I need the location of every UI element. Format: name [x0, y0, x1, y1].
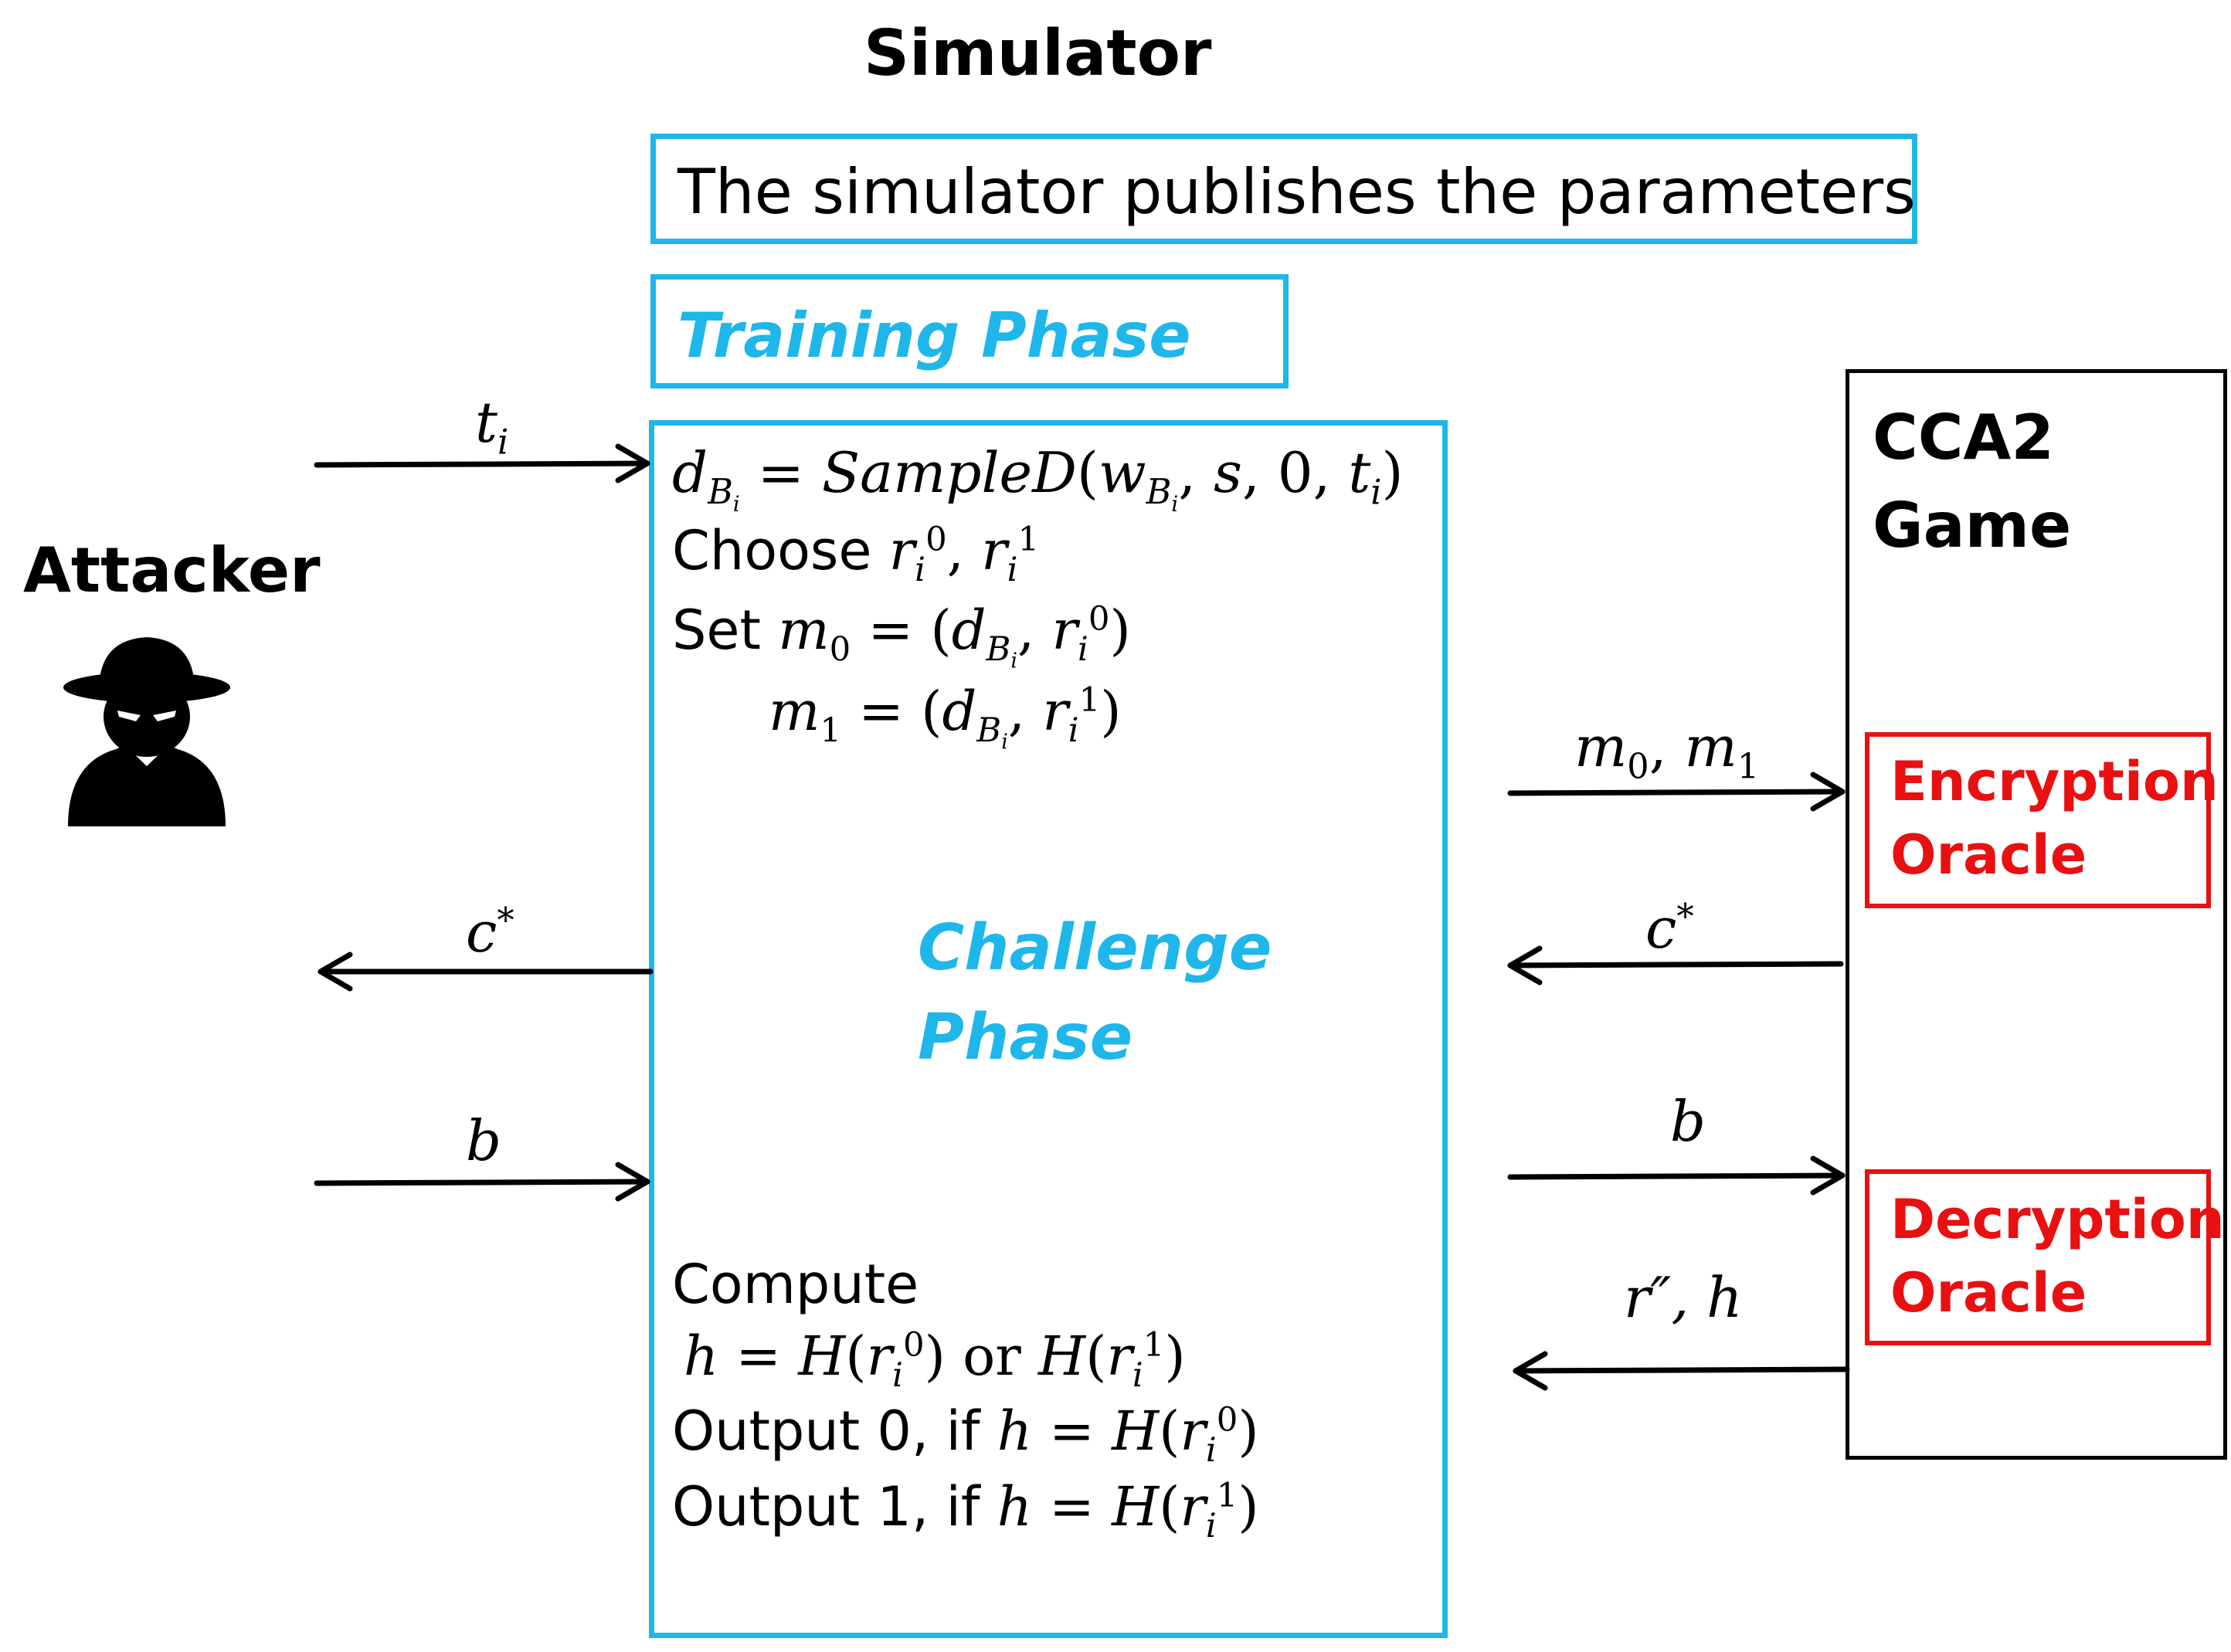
arrow-label-c-star-left: c*	[466, 900, 514, 965]
arrow-c-star-game	[1507, 961, 1844, 968]
training-phase-label: Training Phase	[677, 300, 1191, 371]
decryption-line2: Oracle	[1890, 1261, 2087, 1325]
arrow-m0-m1	[1507, 789, 1846, 796]
decryption-oracle-label: Decryption Oracle	[1890, 1183, 2225, 1330]
arrow-b-attacker	[314, 1179, 650, 1186]
set-label: Set	[672, 599, 761, 662]
attacker-label: Attacker	[23, 534, 321, 606]
or-word: or	[963, 1325, 1021, 1388]
compute-label: Compute	[672, 1253, 919, 1316]
encryption-line2: Oracle	[1890, 823, 2087, 887]
encryption-oracle-label: Encryption Oracle	[1890, 745, 2219, 892]
output1-label: Output 1, if	[672, 1475, 980, 1538]
cca2-line1: CCA2	[1873, 402, 2054, 473]
challenge-line2: Phase	[918, 1001, 1133, 1074]
challenge-line1: Challenge	[918, 911, 1272, 985]
decryption-line1: Decryption	[1890, 1188, 2225, 1251]
arrow-r-h	[1513, 1366, 1850, 1374]
challenge-phase-label: Challenge Phase	[918, 904, 1272, 1083]
parameters-box: The simulator publishes the parameters	[650, 134, 1917, 244]
set-m1-step: m1 = (dBi, ri1)	[769, 680, 1122, 755]
choose-label: Choose	[672, 519, 872, 582]
cca2-game-label: CCA2 Game	[1873, 394, 2071, 570]
decryption-oracle-box	[1865, 1169, 2211, 1345]
compute-h-step: h = H(ri0) or H(ri1)	[684, 1325, 1186, 1395]
encryption-line1: Encryption	[1890, 750, 2219, 813]
simulator-box	[649, 420, 1448, 1638]
arrow-t-i	[314, 460, 650, 468]
choose-step: Choose ri0, ri1	[672, 519, 1040, 589]
parameters-text: The simulator publishes the parameters	[677, 156, 1916, 228]
arrow-label-t-i: ti	[475, 390, 509, 463]
encryption-oracle-box	[1865, 732, 2211, 908]
output0-step: Output 0, if h = H(ri0)	[672, 1399, 1259, 1470]
arrow-label-r-h: r″, h	[1624, 1265, 1743, 1330]
diagram-title: Simulator	[864, 17, 1212, 90]
arrow-label-b-left: b	[466, 1108, 502, 1173]
output0-label: Output 0, if	[672, 1399, 980, 1463]
arrow-label-c-star-right: c*	[1645, 896, 1694, 961]
sampled-equation: dBi = SampleD(wBi, s, 0, ti)	[672, 440, 1404, 517]
cca2-line2: Game	[1873, 490, 2072, 561]
arrow-b-game	[1507, 1172, 1846, 1180]
training-phase-box: Training Phase	[650, 274, 1289, 388]
output1-step: Output 1, if h = H(ri1)	[672, 1475, 1259, 1545]
arrow-label-b-right: b	[1670, 1089, 1706, 1154]
cca2-game-box	[1846, 369, 2227, 1460]
set-m0-step: Set m0 = (dBi, ri0)	[672, 599, 1131, 673]
arrow-label-m0-m1: m0, m1	[1574, 714, 1760, 787]
spy-icon	[63, 637, 230, 826]
